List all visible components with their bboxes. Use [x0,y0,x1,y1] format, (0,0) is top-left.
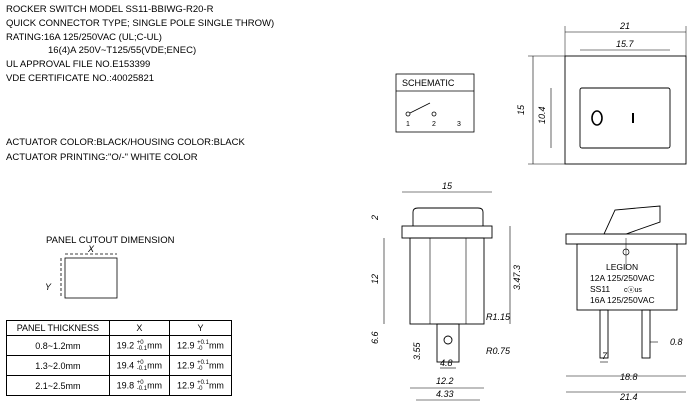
front-view-body [576,243,678,311]
dim-side-r0-75: R0.75 [486,346,511,356]
dim-side-6-6: 6.6 [370,331,380,344]
dim-side-15: 15 [442,181,453,191]
table-header-row: PANEL THICKNESS X Y [6,320,233,336]
x-cell: 19.8 +0-0.1mm [108,375,170,396]
label-ul-mark: cⓤus [624,286,642,294]
model-line: ROCKER SWITCH MODEL SS11-BBIWG-R20-R [6,4,214,15]
thickness-cell: 2.1~2.5mm [6,375,110,396]
schematic-pin-1: 1 [406,121,410,128]
dim-side-r1-15: R1.15 [486,312,511,322]
panel-thickness-table: PANEL THICKNESS X Y 0.8~1.2mm 19.2 +0-0.… [6,320,233,396]
x-cell: 19.4 +0-0.1mm [108,355,170,376]
column-header-y: Y [168,320,233,336]
dim-front-21-4: 21.4 [619,392,638,402]
label-rating-2: 16A 125/250VAC [590,295,655,305]
dim-15-7: 15.7 [616,39,635,49]
thickness-cell: 1.3~2.0mm [6,355,110,376]
dim-side-12: 12 [370,274,380,284]
top-view-o-marking [591,110,603,126]
schematic-pin-3: 3 [457,121,461,128]
cutout-outline [64,257,118,299]
rating-line: RATING:16A 125/250VAC (UL;C-UL) [6,32,162,43]
label-model: SS11 [590,284,610,294]
schematic-terminal-2 [431,111,437,117]
front-view-terminal-left [599,309,609,359]
dim-15: 15 [516,104,526,115]
rating-vde-line: 16(4)A 250V~T125/55(VDE;ENEC) [48,45,197,56]
front-view-terminal-right [641,309,651,359]
ul-file-line: UL APPROVAL FILE NO.E153399 [6,59,151,70]
actuator-printing-line: ACTUATOR PRINTING:"O/-" WHITE COLOR [6,152,198,163]
schematic-terminal-1 [405,111,411,117]
connector-line: QUICK CONNECTOR TYPE; SINGLE POLE SINGLE… [6,18,275,29]
schematic-box [395,73,475,133]
side-view-bezel [401,225,493,239]
dim-side-2: 2 [370,215,380,221]
panel-cutout-diagram [60,253,118,299]
schematic-switch-blade [409,102,431,114]
dim-21: 21 [619,21,630,31]
side-view-terminal [436,323,460,363]
label-rating-1: 12A 125/250VAC [590,273,655,283]
cutout-y-label: Y [45,282,52,292]
schematic-pin-2: 2 [432,121,436,128]
side-view-drawing [383,191,511,401]
dim-front-7: 7 [602,351,608,361]
front-view-drawing [565,205,687,393]
side-view-body [409,237,485,325]
side-view-actuator [412,207,484,226]
column-header-x: X [108,320,170,336]
dim-side-3-55: 3.55 [412,341,422,360]
schematic-title: SCHEMATIC [402,78,455,88]
dim-10-4: 10.4 [537,106,547,124]
label-brand: LEGION [606,262,638,272]
top-view-drawing [528,26,687,165]
dim-front-18-8: 18.8 [620,372,638,382]
front-view-rocker [603,205,661,235]
vde-certificate-line: VDE CERTIFICATE NO.:40025821 [6,73,155,84]
actuator-color-line: ACTUATOR COLOR:BLACK/HOUSING COLOR:BLACK [6,137,245,148]
top-view-rocker [579,87,671,149]
top-view-bezel [564,55,687,165]
cutout-x-label: X [87,244,95,254]
dim-side-4-33: 4.33 [436,389,454,399]
dim-side-3-47-3: 3.47.3 [512,265,522,290]
side-view-terminal-hole [443,335,453,345]
panel-cutout-title: PANEL CUTOUT DIMENSION [46,235,175,246]
thickness-cell: 0.8~1.2mm [6,335,110,356]
dim-side-12-2: 12.2 [436,376,454,386]
x-cell: 19.2 +0-0.1mm [108,335,170,356]
dim-side-4-8: 4.8 [440,358,453,368]
column-header-thickness: PANEL THICKNESS [6,320,110,336]
dim-front-0-8: 0.8 [670,337,683,347]
